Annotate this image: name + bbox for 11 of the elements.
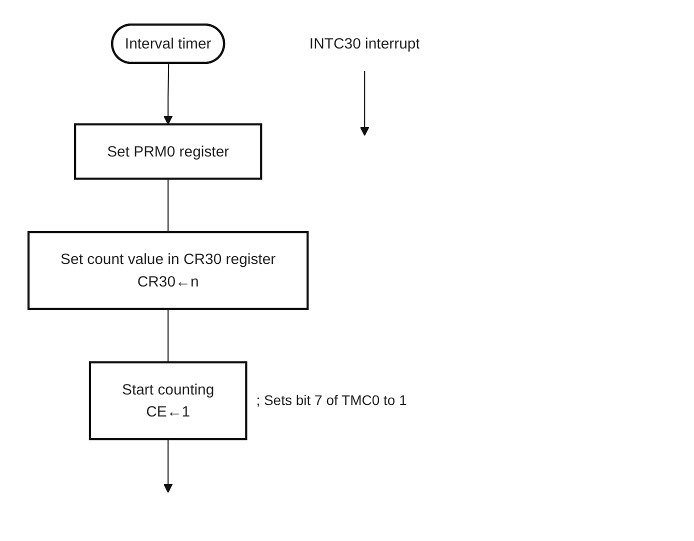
side-note: ; Sets bit 7 of TMC0 to 1 bbox=[256, 392, 407, 408]
process-box: Set count value in CR30 register CR30←n bbox=[27, 231, 309, 310]
process-box: Set PRM0 register bbox=[74, 123, 262, 180]
note-text: INTC30 interrupt bbox=[309, 34, 420, 52]
connector-line bbox=[168, 178, 169, 232]
connector-line bbox=[168, 308, 169, 362]
arrow bbox=[163, 63, 173, 125]
arrow bbox=[360, 70, 370, 136]
terminal-box: Interval timer bbox=[111, 23, 226, 64]
arrow bbox=[163, 439, 173, 493]
process-box: Start counting CE←1 bbox=[88, 361, 248, 440]
